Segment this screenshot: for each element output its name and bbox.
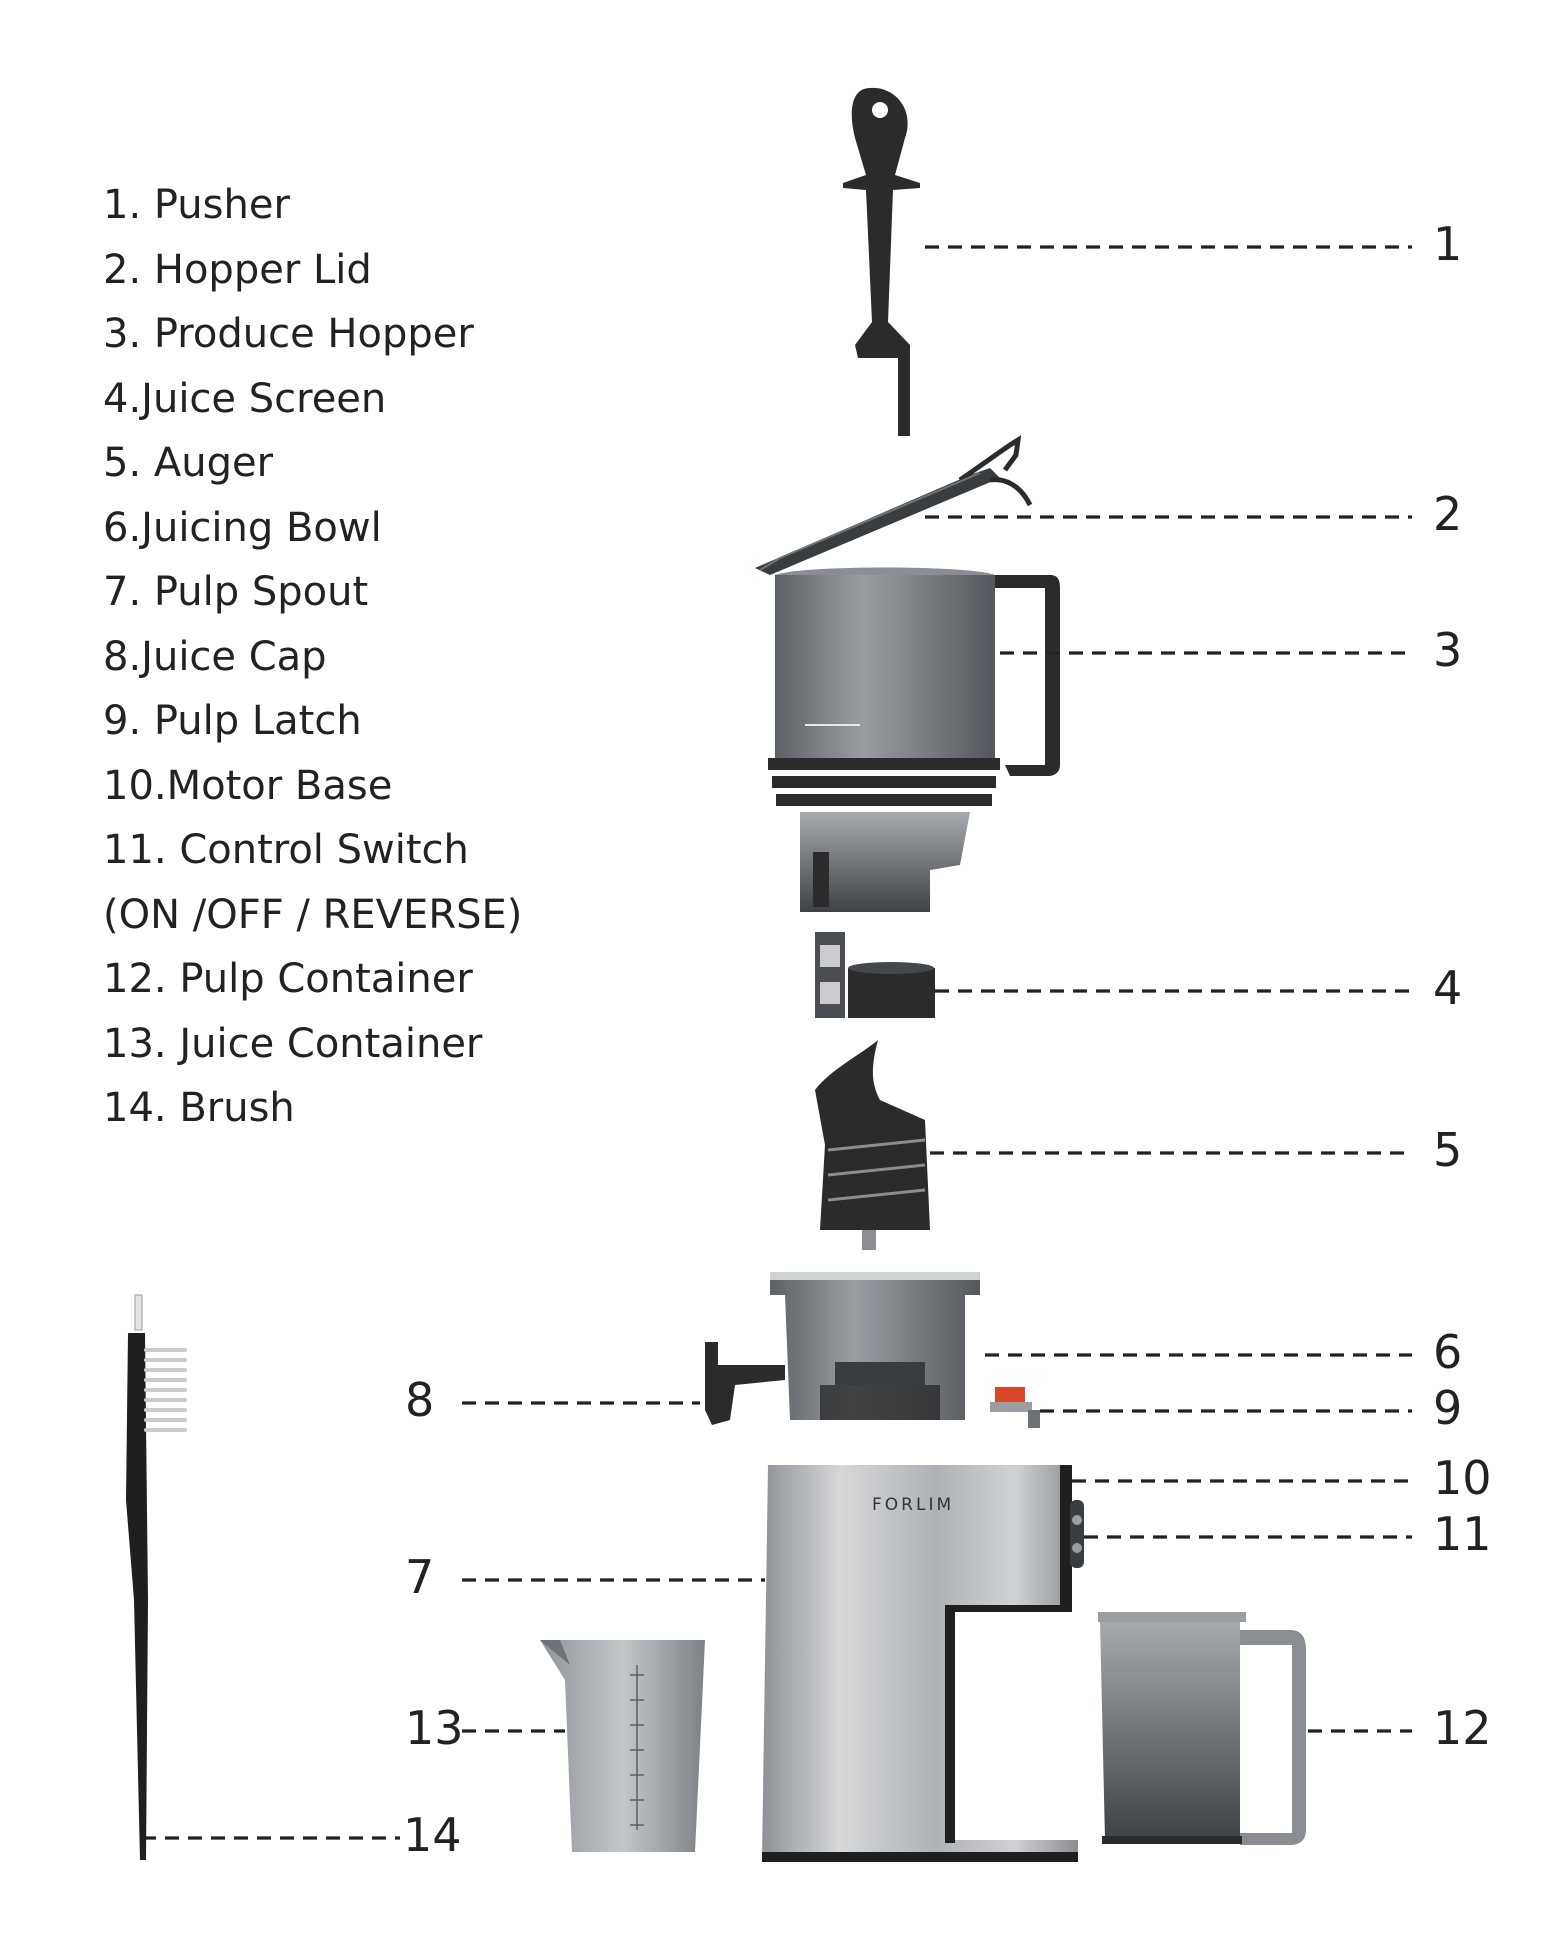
callout-11: 11 (1433, 1507, 1492, 1561)
callout-8: 8 (405, 1373, 434, 1427)
callout-3: 3 (1433, 623, 1462, 677)
legend-item-14: 14. Brush (103, 1085, 295, 1131)
callout-4: 4 (1433, 961, 1462, 1015)
callout-9: 9 (1433, 1381, 1462, 1435)
pusher (843, 87, 920, 436)
callout-14: 14 (403, 1808, 462, 1862)
legend-item-5: 5. Auger (103, 440, 274, 486)
legend-item-13: 13. Juice Container (103, 1020, 483, 1067)
brush (126, 1294, 187, 1860)
legend-item-3: 3. Produce Hopper (103, 311, 474, 357)
legend-item-11: 11. Control Switch (103, 827, 469, 873)
callout-1: 1 (1433, 217, 1462, 271)
legend-item-10: 10.Motor Base (103, 762, 393, 809)
leader-lines (142, 245, 1412, 1840)
callout-7: 7 (405, 1550, 434, 1604)
legend-item-4: 4.Juice Screen (103, 375, 387, 422)
callout-2: 2 (1433, 487, 1462, 541)
pulp-container (1098, 1612, 1306, 1845)
produce-hopper (768, 567, 1060, 912)
legend-item-1: 1. Pusher (103, 182, 290, 228)
legend-item-11-note: (ON /OFF / REVERSE) (103, 891, 523, 938)
juice-screen (815, 932, 935, 1018)
motor-base: FORLIM (762, 1465, 1084, 1862)
juicing-bowl (770, 1272, 980, 1420)
callout-numbers: 1 2 3 4 5 6 7 8 9 10 11 12 13 14 (403, 217, 1492, 1862)
pulp-latch (990, 1387, 1040, 1428)
callout-12: 12 (1433, 1701, 1492, 1755)
legend-item-12: 12. Pulp Container (103, 956, 473, 1002)
auger (815, 1040, 930, 1250)
legend-item-8: 8.Juice Cap (103, 633, 327, 680)
brand-logo: FORLIM (872, 1495, 954, 1515)
legend-item-6: 6.Juicing Bowl (103, 504, 382, 551)
callout-13: 13 (405, 1701, 464, 1755)
parts-legend: 1. Pusher 2. Hopper Lid 3. Produce Hoppe… (103, 173, 522, 1141)
callout-5: 5 (1433, 1123, 1462, 1177)
callout-10: 10 (1433, 1451, 1492, 1505)
juice-container (540, 1640, 705, 1852)
legend-item-2: 2. Hopper Lid (103, 246, 372, 293)
legend-item-9: 9. Pulp Latch (103, 698, 362, 744)
legend-item-7: 7. Pulp Spout (103, 569, 369, 615)
callout-6: 6 (1433, 1325, 1462, 1379)
juice-cap (705, 1342, 785, 1425)
hopper-lid (755, 435, 1033, 575)
